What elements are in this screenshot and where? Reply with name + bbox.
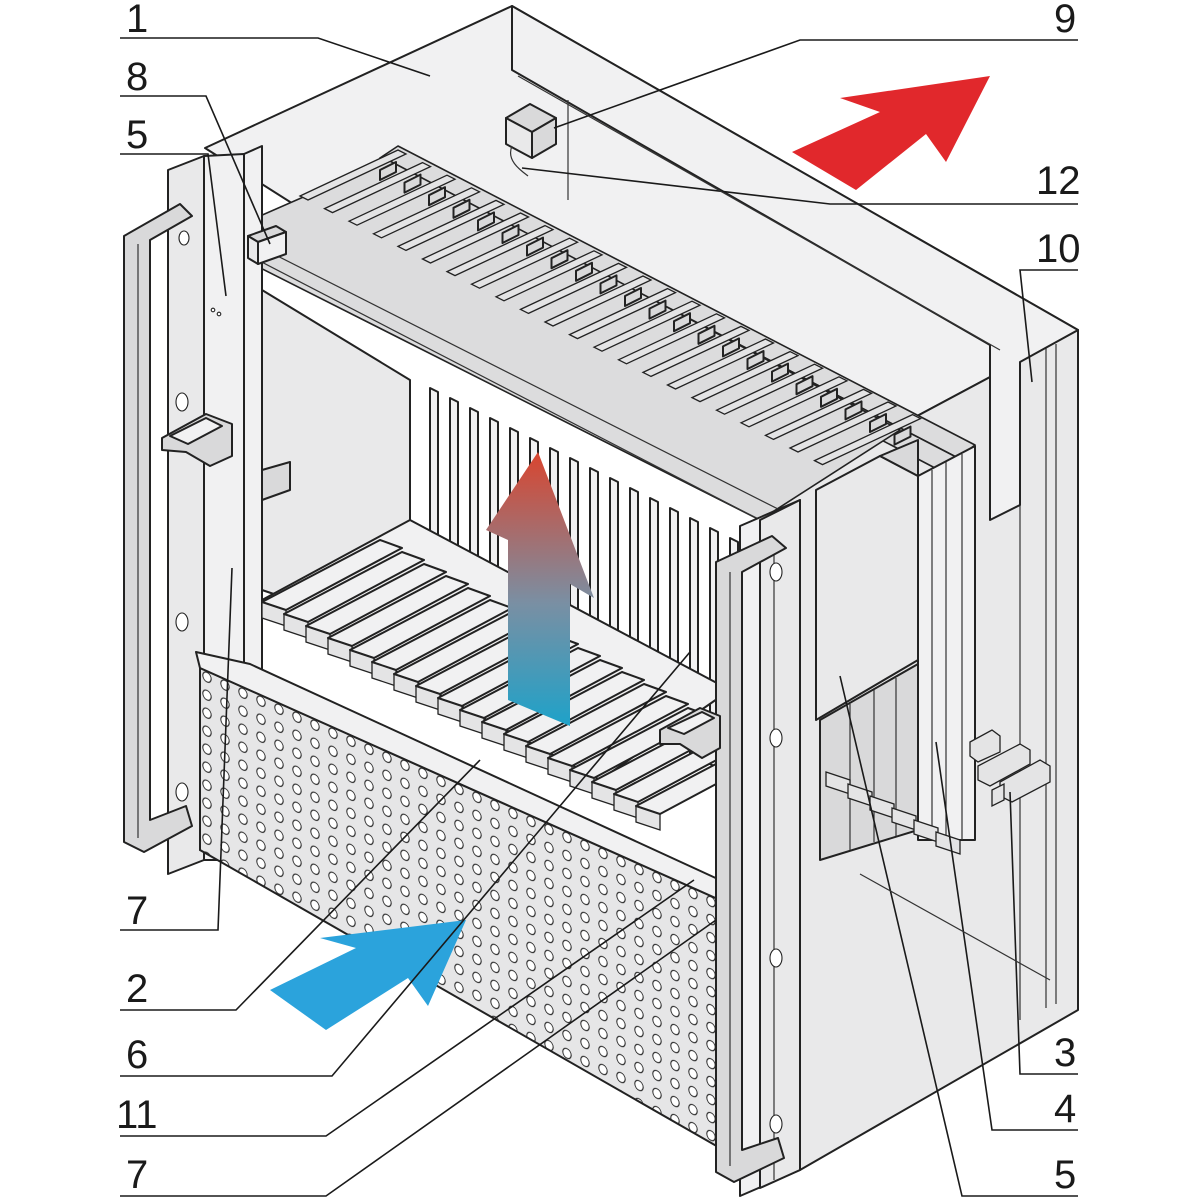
callouts-left: 1 8 5 7 2 6 11 7	[116, 0, 158, 1197]
upper-slat-tab	[893, 425, 912, 446]
psu-rear-slats	[825, 771, 961, 855]
upper-slat	[519, 262, 628, 315]
fan-module	[247, 225, 287, 265]
callout-3: 3	[1054, 1031, 1076, 1075]
lower-slat-top	[305, 563, 447, 635]
callout-11: 11	[116, 1093, 158, 1137]
upper-slat-tab	[673, 312, 691, 333]
callout-4: 4	[1054, 1087, 1076, 1131]
upper-slat	[372, 187, 481, 239]
upper-slat	[347, 174, 457, 226]
upper-slat	[813, 413, 922, 466]
upper-slat	[715, 363, 824, 415]
lower-slat-top	[349, 587, 491, 659]
callout-8: 8	[126, 55, 148, 99]
upper-slat-tab	[452, 198, 471, 219]
upper-slat-tab	[624, 287, 642, 307]
upper-slat-tab	[428, 186, 446, 207]
upper-slat-tab	[648, 299, 667, 320]
callouts-right: 9 12 10 3 4 5	[1036, 0, 1081, 1197]
lower-slat-top	[503, 671, 645, 743]
right-front-flange	[739, 499, 801, 1197]
callout-7-lower: 7	[126, 1153, 148, 1197]
upper-slat	[666, 338, 775, 390]
upper-slat	[396, 199, 506, 252]
right-latch	[659, 707, 721, 759]
upper-slat	[543, 275, 653, 327]
callout-5-lower: 5	[1054, 1153, 1076, 1197]
upper-slat-tab	[403, 173, 422, 194]
lower-slat-top	[547, 695, 689, 767]
upper-slat	[298, 149, 408, 201]
upper-slat-tab	[722, 337, 740, 358]
upper-slat-tab	[575, 261, 593, 282]
upper-slat	[617, 313, 726, 365]
upper-slat-tab	[697, 324, 716, 345]
psu-slat	[935, 831, 961, 855]
upper-slat-tab	[599, 274, 618, 295]
lower-slat-top	[283, 551, 425, 623]
upper-slat	[739, 376, 849, 428]
rear-wall	[511, 5, 1079, 521]
upper-slat	[323, 161, 432, 214]
upper-slat-tab	[795, 375, 814, 396]
lower-slat-top	[261, 539, 403, 611]
callout-6: 6	[126, 1033, 148, 1077]
upper-slat	[788, 401, 898, 453]
upper-slat-tab	[477, 211, 495, 232]
temperature-sensor	[505, 103, 557, 177]
callout-7: 7	[126, 889, 148, 933]
power-supply	[815, 439, 976, 861]
airflow-through-arrow	[486, 452, 594, 726]
upper-slats	[298, 149, 922, 466]
upper-slat-tab	[501, 224, 520, 244]
upper-slat	[592, 300, 702, 352]
callout-12: 12	[1036, 159, 1081, 203]
upper-slat	[445, 224, 555, 277]
rear-connectors	[969, 729, 1051, 808]
upper-slat-tab	[550, 249, 569, 270]
upper-slat-tab	[379, 161, 397, 181]
left-handle	[123, 203, 193, 853]
right-handle	[715, 535, 787, 1183]
callout-2: 2	[126, 967, 148, 1011]
upper-slat-tab	[746, 350, 765, 370]
callout-10: 10	[1036, 227, 1081, 271]
left-latch	[161, 413, 233, 467]
upper-slat	[421, 212, 530, 264]
callout-1: 1	[126, 0, 148, 41]
airflow-in-arrow	[270, 920, 466, 1030]
upper-slat	[470, 237, 579, 289]
callout-5: 5	[126, 113, 148, 157]
upper-slat	[494, 250, 604, 302]
upper-slat-tab	[526, 236, 544, 257]
upper-slat	[568, 287, 677, 340]
upper-slat	[641, 325, 751, 378]
airflow-out-arrow	[792, 76, 990, 190]
upper-slat-tab	[771, 362, 789, 383]
upper-slat-tab	[820, 387, 838, 408]
upper-slat	[764, 388, 873, 441]
lower-slat-top	[525, 683, 667, 755]
upper-slat-tab	[869, 413, 887, 433]
upper-slat-tab	[844, 400, 863, 421]
lower-slat-top	[327, 575, 469, 647]
upper-slat	[690, 350, 800, 403]
leader-lines	[120, 37, 1078, 1197]
callout-9: 9	[1054, 0, 1076, 41]
